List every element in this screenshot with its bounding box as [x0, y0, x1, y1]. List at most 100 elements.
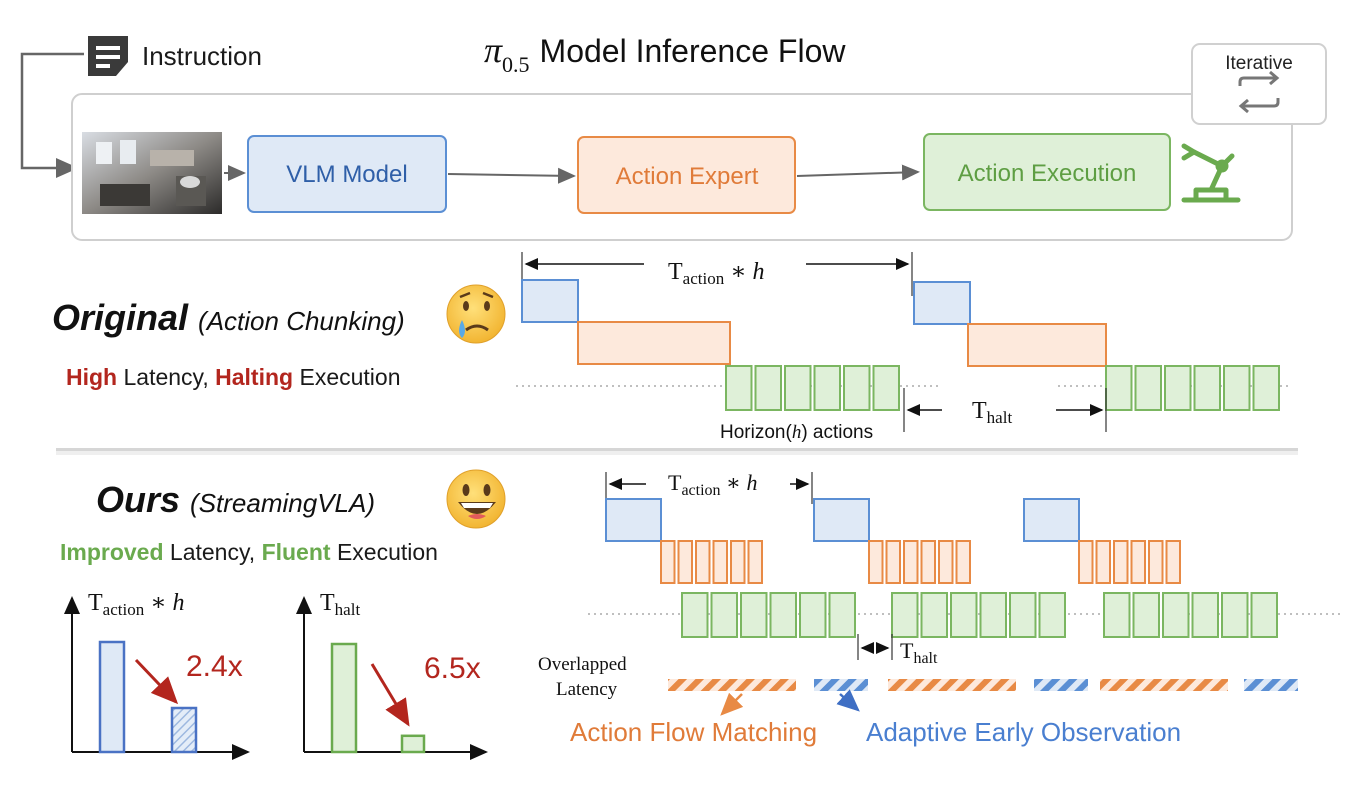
original-exec-action-2 [754, 365, 782, 411]
instruction-label: Instruction [142, 41, 262, 71]
ours-expert-step-2 [1095, 540, 1111, 584]
ours-expert-step-3 [903, 540, 919, 584]
ours-expert-step-2 [677, 540, 693, 584]
ours-exec-action-2 [920, 592, 948, 638]
robot-arm-icon [1181, 143, 1241, 203]
sad-face-icon [446, 284, 506, 344]
o-t-main: T [668, 470, 682, 495]
ours-description: Improved Latency, Fluent Execution [60, 539, 438, 565]
action-execution-box: Action Execution [923, 133, 1171, 211]
legend-action-flow-matching: Action Flow Matching [570, 717, 817, 747]
vlm-model-label: VLM Model [286, 161, 407, 188]
ours-exec-action-4 [769, 592, 797, 638]
mini-chart-1-bar-before [98, 640, 126, 754]
overlap-bar-orange-3 [1100, 679, 1228, 691]
ours-exec-action-6 [1038, 592, 1066, 638]
ours-title-sub: (StreamingVLA) [190, 488, 375, 518]
th-main: T [972, 398, 987, 424]
original-exec-action-3 [1164, 365, 1192, 411]
document-icon [88, 36, 128, 76]
overlap-bar-blue-3 [1244, 679, 1298, 691]
original-expert-block-1 [577, 321, 731, 365]
ours-exec-action-4 [1191, 592, 1219, 638]
t-rest: ∗ [724, 259, 752, 285]
title-symbol: π [484, 30, 503, 70]
ours-expert-step-1 [868, 540, 884, 584]
ours-expert-step-6 [1165, 540, 1181, 584]
original-exec-group-1 [725, 365, 900, 411]
original-exec-action-6 [872, 365, 900, 411]
mini-chart-t-action: Taction ∗ h 2.4x [64, 590, 250, 760]
mini-chart-1-speedup: 2.4x [186, 650, 243, 683]
o-t-h: h [747, 470, 758, 495]
ours-exec-action-5 [1221, 592, 1249, 638]
t-h: h [753, 259, 765, 285]
ours-expert-step-1 [660, 540, 676, 584]
happy-face-icon [446, 469, 506, 529]
vlm-model-box: VLM Model [247, 135, 447, 213]
original-vlm-block-2 [913, 281, 971, 325]
iterative-icon [1238, 70, 1280, 114]
original-exec-action-4 [1193, 365, 1221, 411]
ours-expert-step-6 [747, 540, 763, 584]
ours-exec-action-1 [891, 592, 919, 638]
m1-rest: ∗ [144, 590, 172, 616]
high-word: High [66, 364, 117, 390]
original-exec-action-6 [1252, 365, 1280, 411]
original-exec-action-4 [813, 365, 841, 411]
original-vlm-block-1 [521, 279, 579, 323]
ours-exec-action-2 [1132, 592, 1160, 638]
ours-exec-action-2 [710, 592, 738, 638]
original-exec-action-5 [1223, 365, 1251, 411]
ours-exec-action-6 [1250, 592, 1278, 638]
camera-image [82, 132, 222, 214]
original-exec-action-2 [1134, 365, 1162, 411]
ours-latency-word: Latency, [164, 539, 262, 565]
ours-vlm-block-1 [605, 498, 662, 542]
original-exec-action-3 [784, 365, 812, 411]
horizon-label: Horizon(h) actions [720, 422, 873, 443]
hz-pre: Horizon( [720, 422, 792, 443]
ours-t-action-label: Taction ∗ h [668, 470, 758, 499]
ours-timeline: Taction ∗ h Thalt Overlapped Latency [538, 470, 1340, 747]
overlapped-latency-label: Overlapped Latency [538, 654, 631, 700]
ours-vlm-block-3 [1023, 498, 1080, 542]
o-th-sub: halt [913, 650, 938, 667]
instruction-connector [20, 52, 84, 178]
original-t-action-label: Taction ∗ h [668, 259, 765, 288]
ours-exec-group-3 [1103, 592, 1278, 638]
o-th-main: T [900, 638, 914, 663]
ours-exec-action-5 [1009, 592, 1037, 638]
ours-expert-step-3 [695, 540, 711, 584]
action-execution-label: Action Execution [958, 160, 1137, 187]
ours-expert-group-1 [660, 540, 763, 584]
original-timeline: Taction ∗ h Thalt Horizon(h) actions [516, 252, 1290, 443]
ours-expert-step-4 [1130, 540, 1146, 584]
action-expert-label: Action Expert [616, 163, 759, 190]
halting-word: Halting [215, 364, 293, 390]
overlap-bar-orange-2 [888, 679, 1016, 691]
t-sub: action [683, 269, 725, 288]
original-description: High Latency, Halting Execution [66, 364, 401, 390]
iterative-box: Iterative [1191, 43, 1327, 125]
ours-execution-word: Execution [331, 539, 438, 565]
hz-post: ) actions [801, 422, 873, 443]
original-exec-action-5 [843, 365, 871, 411]
ours-expert-step-5 [938, 540, 954, 584]
latency-word: Latency, [117, 364, 215, 390]
mini-chart-1-ylabel: Taction ∗ h [88, 590, 185, 619]
m1-sub: action [103, 600, 145, 619]
ol-line1: Overlapped [538, 654, 627, 675]
ours-title: Ours (StreamingVLA) [96, 479, 375, 520]
ours-expert-step-1 [1078, 540, 1094, 584]
o-t-rest: ∗ [721, 470, 747, 495]
fluent-word: Fluent [262, 539, 331, 565]
hz-h: h [792, 422, 802, 443]
ours-expert-step-4 [920, 540, 936, 584]
o-t-sub: action [681, 482, 720, 499]
mini-chart-2-speedup: 6.5x [424, 652, 481, 685]
original-t-halt-label: Thalt [972, 398, 1012, 427]
overlap-bar-orange-1 [668, 679, 796, 691]
ours-expert-step-5 [1148, 540, 1164, 584]
ours-expert-step-2 [885, 540, 901, 584]
